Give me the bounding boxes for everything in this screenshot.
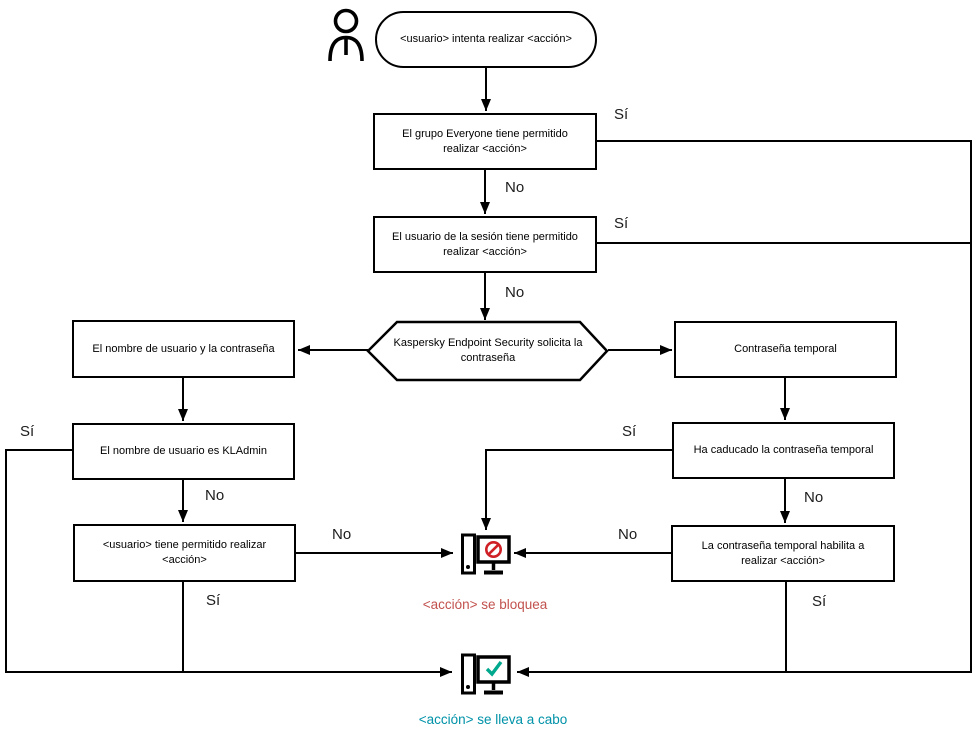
node-temp-allows: La contraseña temporal habilita a realiz… xyxy=(671,525,895,582)
node-creds-label: El nombre de usuario y la contraseña xyxy=(92,342,275,355)
label-kladmin-yes: Sí xyxy=(20,423,35,440)
check-icon xyxy=(485,660,503,677)
node-session: El usuario de la sesión tiene permitido … xyxy=(373,216,597,273)
label-everyone-yes: Sí xyxy=(614,106,629,123)
start-node-label: <usuario> intenta realizar <acción> xyxy=(400,33,572,46)
done-caption: <acción> se lleva a cabo xyxy=(418,712,568,727)
node-session-label: El usuario de la sesión tiene permitido … xyxy=(392,230,578,258)
node-temp-label: Contraseña temporal xyxy=(734,343,837,356)
label-session-yes: Sí xyxy=(614,215,629,232)
node-creds: El nombre de usuario y la contraseña xyxy=(72,320,295,378)
label-temp-allows-no: No xyxy=(618,526,638,543)
person-icon xyxy=(328,8,364,62)
label-kladmin-no: No xyxy=(205,487,225,504)
edge-kladmin-yes-done xyxy=(5,449,452,677)
start-node: <usuario> intenta realizar <acción> xyxy=(375,11,597,68)
node-kladmin-label: El nombre de usuario es KLAdmin xyxy=(100,445,267,458)
label-user-allowed-no: No xyxy=(332,526,352,543)
label-expired-yes: Sí xyxy=(622,423,637,440)
node-everyone: El grupo Everyone tiene permitido realiz… xyxy=(373,113,597,170)
label-user-allowed-yes: Sí xyxy=(206,592,221,609)
node-expired: Ha caducado la contraseña temporal xyxy=(672,422,895,479)
prohibition-sign-icon xyxy=(484,541,502,558)
label-temp-allows-yes: Sí xyxy=(812,593,827,610)
node-kladmin: El nombre de usuario es KLAdmin xyxy=(72,423,295,480)
edge-expired-yes-blocked xyxy=(481,449,672,530)
blocked-caption: <acción> se bloquea xyxy=(422,597,548,612)
computer-blocked-icon xyxy=(461,533,511,575)
decision-hexagon xyxy=(366,320,609,382)
node-temp: Contraseña temporal xyxy=(674,321,897,378)
node-temp-allows-label: La contraseña temporal habilita a realiz… xyxy=(701,539,865,567)
label-expired-no: No xyxy=(804,489,824,506)
node-prompt-label: Kaspersky Endpoint Security solicita la … xyxy=(393,337,583,364)
node-everyone-label: El grupo Everyone tiene permitido realiz… xyxy=(402,127,568,155)
node-prompt: Kaspersky Endpoint Security solicita la … xyxy=(385,328,591,374)
node-user-allowed: <usuario> tiene permitido realizar <acci… xyxy=(73,524,296,582)
label-everyone-no: No xyxy=(505,179,525,196)
label-session-no: No xyxy=(505,284,525,301)
node-expired-label: Ha caducado la contraseña temporal xyxy=(693,444,874,457)
computer-done-icon xyxy=(461,653,511,695)
node-user-allowed-label: <usuario> tiene permitido realizar <acci… xyxy=(102,539,267,566)
edge-everyone-yes-done xyxy=(517,140,972,677)
